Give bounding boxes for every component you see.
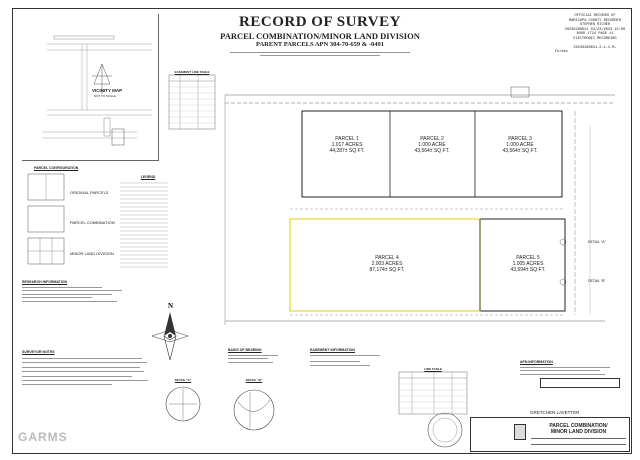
vicinity-map: VICINITY MAP NOT TO SCALE [22,14,159,161]
line-table-title: LINE TABLE [424,367,442,371]
apn-information-title: APN INFORMATION [520,360,553,364]
research-information-panel: RESEARCH INFORMATION [22,280,158,340]
recording-line: 20230280631 03/23/2023 15:00 [564,27,626,32]
recording-line: ELECTRONIC RECORDING [573,36,617,41]
survey-plat-drawing [224,86,615,325]
recording-stamp: OFFICIAL RECORDS OF MARICOPA COUNTY RECO… [555,14,635,55]
surveyor-notes-lines [22,358,158,385]
detail-b-title: DETAIL "B" [245,378,263,382]
detail-a-tag: DETAIL "A" [588,240,606,244]
vicinity-map-drawing [42,35,152,146]
legend-panel: LEGEND [118,175,178,285]
parcel-1-label: PARCEL 1 1.017 ACRES 44,287± SQ FT. [307,136,387,154]
parcel-acres: 1.000 ACRE [506,142,534,148]
location-note [210,52,430,55]
recording-line: OFFICIAL RECORDS OF [574,14,616,18]
parcel-name: PARCEL 5 [516,255,540,261]
detail-a-title: DETAIL "A" [174,378,192,382]
svg-text:N: N [168,302,173,310]
easement-line-table: EASEMENT LINE TABLE [168,70,216,132]
recording-line: MARICOPA COUNTY RECORDER [569,18,621,23]
easement-line-table-grid [168,74,216,130]
parcel-name: PARCEL 1 [335,136,359,142]
legend-entries [120,182,168,268]
parcel-5-label: PARCEL 5 1.005 ACRES 43,594± SQ FT. [488,255,568,273]
parcel-configuration-panel: PARCEL CONFIGURATION ORIGINAL PARCELS PA… [22,166,158,271]
detail-b-circle: DETAIL "B" [232,378,276,438]
basis-of-bearing-title: BASIS OF BEARING [228,348,262,352]
detail-b-tag: DETAIL "B" [588,279,606,283]
line-table: LINE TABLE [398,367,468,417]
parcel-acres: 2.003 ACRES [371,261,403,267]
parcel-configuration-diagrams [27,173,65,265]
research-lines [22,287,158,301]
recording-line: 20230280631-2-1-1-M- [573,45,617,50]
title-block-line1: PARCEL COMBINATION/ [549,423,608,429]
parcel-name: PARCEL 4 [375,255,399,261]
drawing-frame [12,8,632,454]
detail-a-drawing [165,386,201,422]
detail-b-drawing [233,389,275,431]
parcel-4-label: PARCEL 4 2.003 ACRES 87,174± SQ FT. [347,255,427,273]
parcel-sqft: 43,564± SQ FT. [414,148,450,154]
title-block: PARCEL COMBINATION/ MINOR LAND DIVISION [470,417,630,452]
recording-line: STEPHEN RICHER [579,23,611,28]
recording-line: BOOK 1724 PAGE 11 [576,32,614,37]
line-table-grid [398,371,468,415]
easement-information-title: EASEMENT INFORMATION [310,348,355,352]
surveyor-seal-icon [427,412,463,448]
parcel-name: PARCEL 2 [420,136,444,142]
basis-of-bearing-panel: BASIS OF BEARING [228,348,298,365]
minor-land-division-label: MINOR LAND DIVISION [70,251,114,256]
parcel-sqft: 43,594± SQ FT. [510,267,546,273]
page-subtitle: PARCEL COMBINATION/MINOR LAND DIVISION [220,31,420,41]
parcel-acres: 1.017 ACRES [331,142,363,148]
north-arrow-icon: N [151,302,189,361]
parcel-3-label: PARCEL 3 1.000 ACRE 43,564± SQ FT. [480,136,560,154]
original-parcels-label: ORIGINAL PARCELS [70,190,109,195]
apn-information-panel: APN INFORMATION [520,360,620,377]
easement-information-panel: EASEMENT INFORMATION [310,348,400,368]
detail-a-circle: DETAIL "A" [163,378,203,428]
parcel-acres: 1.005 ACRES [512,261,544,267]
easement-line-table-title: EASEMENT LINE TABLE [174,70,210,74]
parcel-sqft: 43,564± SQ FT. [502,148,538,154]
vicinity-map-label: VICINITY MAP [92,88,123,93]
parcel-sqft: 87,174± SQ FT. [369,267,405,273]
parcel-combination-label: PARCEL COMBINATION [70,220,115,225]
research-information-title: RESEARCH INFORMATION [22,280,68,284]
legend-title: LEGEND [140,175,156,179]
parcel-acres: 1.000 ACRE [418,142,446,148]
recording-line: Forbes [555,50,568,55]
parcel-name: PARCEL 3 [508,136,532,142]
vicinity-map-sublabel: NOT TO SCALE [94,94,116,98]
parcel-sqft: 44,287± SQ FT. [329,148,365,154]
apn-note-box [540,378,620,388]
title-block-logo-icon [514,424,526,440]
page-title: RECORD OF SURVEY [239,14,401,30]
parcel-2-label: PARCEL 2 1.000 ACRE 43,564± SQ FT. [392,136,472,154]
surveyor-notes-title: SURVEYOR NOTES [22,350,55,354]
surveyor-notes-panel: SURVEYOR NOTES [22,350,158,430]
parcel-configuration-title: PARCEL CONFIGURATION [34,166,79,170]
parent-parcels: PARENT PARCELS APN 304-70-659 & -0491 [255,41,384,48]
title-block-line2: MINOR LAND DIVISION [550,429,607,435]
owner-name: GRETCHEN LAVETTER [530,410,580,415]
watermark: GARMS [18,430,68,444]
